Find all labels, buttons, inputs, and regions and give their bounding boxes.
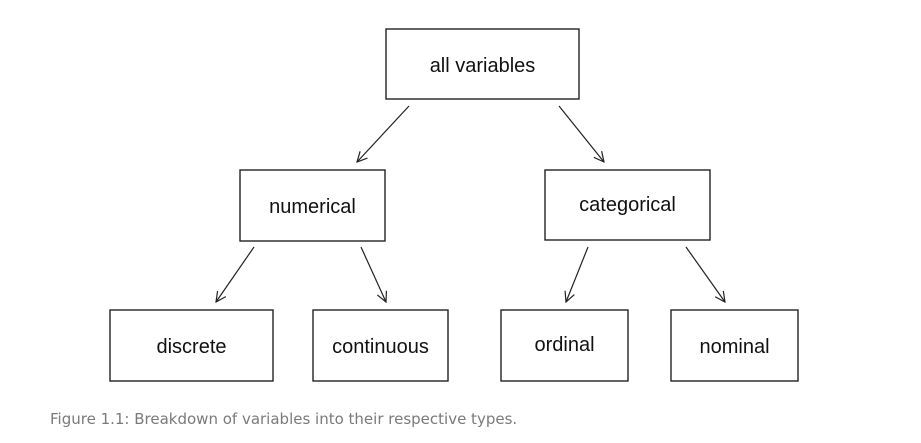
node-numerical-label: numerical: [269, 196, 356, 218]
node-nominal: nominal: [670, 309, 799, 382]
edge-categorical-nominal: [685, 246, 725, 302]
node-categorical: categorical: [544, 169, 711, 241]
figure-caption: Figure 1.1: Breakdown of variables into …: [50, 410, 518, 428]
node-continuous: continuous: [312, 309, 449, 382]
variable-types-diagram: all variables numerical categorical disc…: [109, 28, 799, 382]
node-ordinal-label: ordinal: [534, 334, 594, 356]
edge-root-numerical: [357, 105, 410, 162]
node-numerical: numerical: [239, 169, 386, 242]
node-discrete: discrete: [109, 309, 274, 382]
edge-root-categorical: [558, 105, 604, 162]
node-nominal-label: nominal: [699, 336, 769, 358]
edge-numerical-discrete: [216, 246, 255, 302]
node-categorical-label: categorical: [579, 194, 676, 216]
node-all-variables-label: all variables: [430, 55, 536, 77]
node-all-variables: all variables: [385, 28, 580, 100]
edge-numerical-continuous: [360, 246, 386, 302]
edge-categorical-ordinal: [566, 246, 589, 302]
node-continuous-label: continuous: [332, 336, 429, 358]
node-ordinal: ordinal: [500, 309, 629, 382]
node-discrete-label: discrete: [156, 336, 226, 358]
